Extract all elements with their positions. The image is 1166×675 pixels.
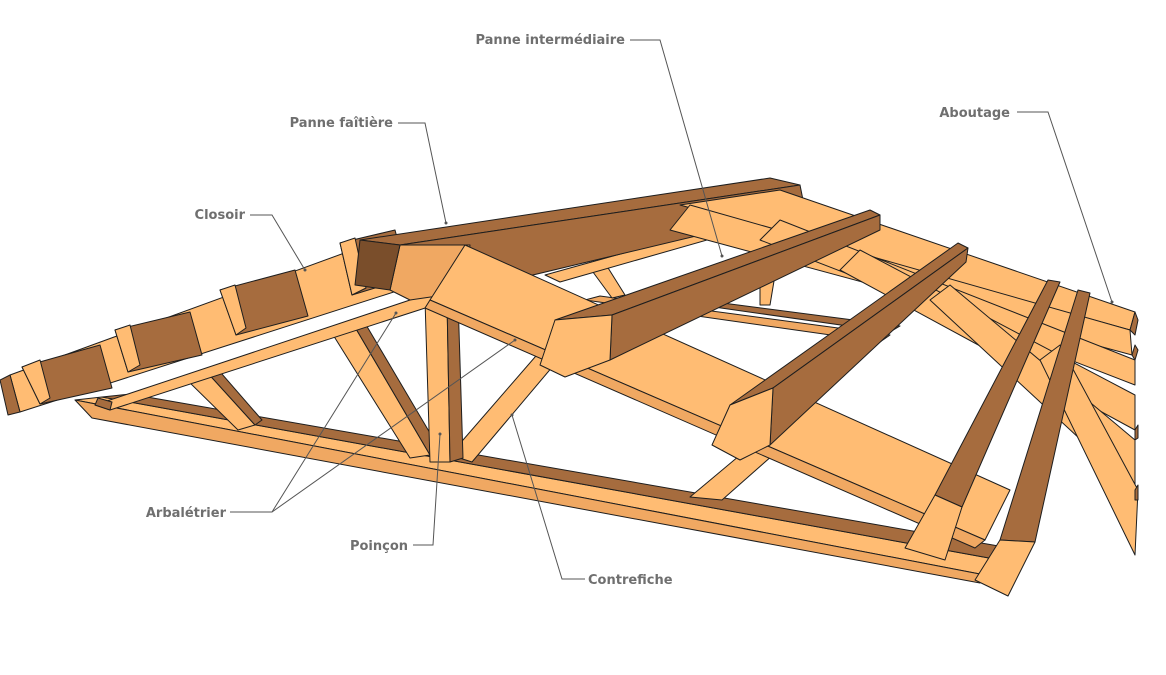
leader-panne-intermediaire [630,39,723,257]
leader-arbaletrier-b [271,339,516,513]
label-panne-faitiere: Panne faîtière [290,116,394,131]
leader-aboutage [1017,111,1113,303]
leader-contrefiche [511,414,585,580]
tie-beam [74,393,1011,584]
label-contrefiche: Contrefiche [588,573,673,588]
near-purlin-2 [974,289,1091,597]
near-purlin-1 [904,279,1061,561]
leader-poincon [413,433,441,546]
label-aboutage: Aboutage [939,106,1010,121]
labels: Panne intermédiaire Aboutage Panne faîti… [146,33,1010,588]
roof-structure [0,177,1139,597]
label-closoir: Closoir [195,208,246,223]
label-panne-intermediaire: Panne intermédiaire [475,33,625,48]
label-poincon: Poinçon [350,539,408,554]
intermediate-purlin [539,209,881,378]
leader-closoir [250,214,306,271]
lower-purlin [711,242,969,461]
leader-lines [230,39,1114,580]
leader-arbaletrier-a [230,312,397,513]
label-arbaletrier: Arbalétrier [146,506,227,521]
leader-panne-faitiere [398,122,447,224]
